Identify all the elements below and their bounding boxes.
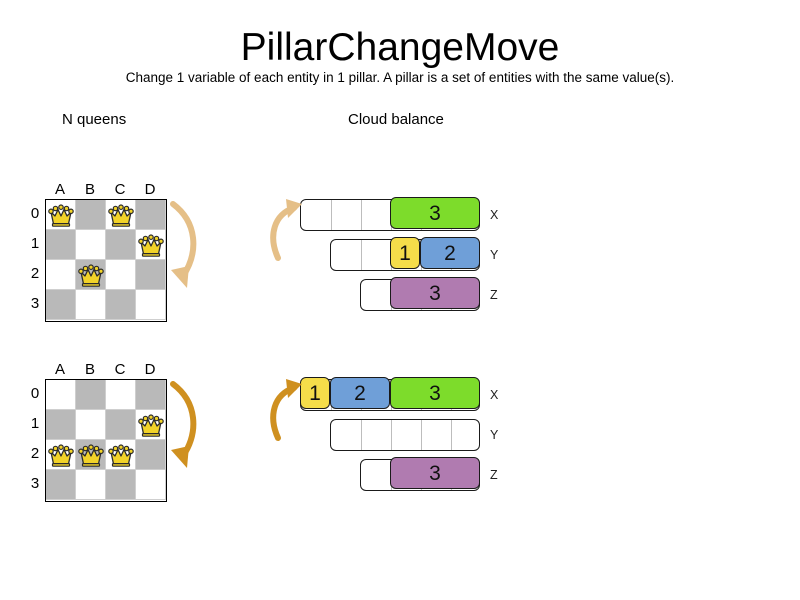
bar-unit-divider: [361, 420, 362, 450]
cloud-row-y: Y: [299, 419, 499, 451]
section-heading-nqueens: N queens: [62, 111, 127, 128]
board-cell-a2[interactable]: [46, 440, 76, 470]
board-row-labels: 0 1 2 3: [27, 199, 43, 320]
section-heading-cloud: Cloud balance: [348, 111, 444, 128]
board-cell-c1[interactable]: [106, 230, 136, 260]
cloud-computer-label-x: X: [490, 208, 499, 222]
row-label-0: 0: [30, 385, 40, 402]
board-cell-d0[interactable]: [136, 380, 166, 410]
board-cell-d2[interactable]: [136, 260, 166, 290]
board-cell-a2[interactable]: [46, 260, 76, 290]
arrow-cloud-bottom-icon: [270, 379, 302, 441]
cloud-process-segment[interactable]: 3: [390, 377, 480, 410]
board-cell-b3[interactable]: [76, 470, 106, 500]
row-label-2: 2: [30, 445, 40, 462]
queen-icon: [78, 264, 104, 287]
queen-icon: [78, 444, 104, 467]
column-label-b: B: [84, 361, 95, 378]
bar-unit-divider: [361, 240, 362, 270]
row-label-3: 3: [30, 475, 40, 492]
column-label-d: D: [144, 181, 156, 198]
cloud-process-segment[interactable]: 3: [390, 277, 480, 310]
queen-icon: [138, 414, 164, 437]
cloud-process-segment[interactable]: 1: [300, 377, 330, 410]
column-label-c: C: [114, 361, 126, 378]
board-cell-c0[interactable]: [106, 200, 136, 230]
board-cell-a1[interactable]: [46, 230, 76, 260]
column-label-a: A: [54, 361, 65, 378]
board-cell-c3[interactable]: [106, 290, 136, 320]
chess-board[interactable]: [45, 199, 167, 322]
cloud-computer-bar[interactable]: [330, 419, 480, 451]
page-title: PillarChangeMove: [240, 26, 560, 69]
bar-unit-divider: [391, 420, 392, 450]
board-row-labels: 0 1 2 3: [27, 379, 43, 500]
bar-unit-divider: [331, 200, 332, 230]
bar-unit-divider: [421, 420, 422, 450]
cloud-computer-label-x: X: [490, 388, 499, 402]
cloud-process-segment[interactable]: 1: [390, 237, 420, 270]
board-cell-c0[interactable]: [106, 380, 136, 410]
board-column-labels: A B C D: [45, 360, 165, 379]
board-cell-b1[interactable]: [76, 230, 106, 260]
row-label-2: 2: [30, 265, 40, 282]
board-cell-c2[interactable]: [106, 440, 136, 470]
column-label-d: D: [144, 361, 156, 378]
board-cell-a0[interactable]: [46, 200, 76, 230]
board-cell-d1[interactable]: [136, 230, 166, 260]
board-cell-d3[interactable]: [136, 290, 166, 320]
board-cell-a3[interactable]: [46, 290, 76, 320]
board-cell-a1[interactable]: [46, 410, 76, 440]
row-label-1: 1: [30, 415, 40, 432]
board-cell-d2[interactable]: [136, 440, 166, 470]
queen-icon: [138, 234, 164, 257]
chess-board[interactable]: [45, 379, 167, 502]
arrow-chess-bottom-icon: [170, 381, 197, 468]
row-label-3: 3: [30, 295, 40, 312]
arrow-chess-top-icon: [170, 201, 197, 288]
cloud-computer-label-z: Z: [490, 468, 498, 482]
board-cell-b2[interactable]: [76, 260, 106, 290]
cloud-computer-label-z: Z: [490, 288, 498, 302]
board-cell-b2[interactable]: [76, 440, 106, 470]
bar-unit-divider: [361, 200, 362, 230]
cloud-computer-label-y: Y: [490, 428, 499, 442]
board-cell-d1[interactable]: [136, 410, 166, 440]
board-cell-d0[interactable]: [136, 200, 166, 230]
row-label-1: 1: [30, 235, 40, 252]
board-cell-c2[interactable]: [106, 260, 136, 290]
column-label-a: A: [54, 181, 65, 198]
board-column-labels: A B C D: [45, 180, 165, 199]
board-cell-a0[interactable]: [46, 380, 76, 410]
board-cell-b1[interactable]: [76, 410, 106, 440]
queen-icon: [108, 204, 134, 227]
row-label-0: 0: [30, 205, 40, 222]
queen-icon: [48, 204, 74, 227]
column-label-c: C: [114, 181, 126, 198]
board-cell-b0[interactable]: [76, 380, 106, 410]
board-cell-d3[interactable]: [136, 470, 166, 500]
board-cell-b3[interactable]: [76, 290, 106, 320]
bar-unit-divider: [451, 420, 452, 450]
board-cell-c1[interactable]: [106, 410, 136, 440]
cloud-process-segment[interactable]: 3: [390, 197, 480, 230]
cloud-process-segment[interactable]: 3: [390, 457, 480, 490]
board-cell-c3[interactable]: [106, 470, 136, 500]
queen-icon: [48, 444, 74, 467]
cloud-process-segment[interactable]: 2: [420, 237, 480, 270]
queen-icon: [108, 444, 134, 467]
column-label-b: B: [84, 181, 95, 198]
cloud-computer-label-y: Y: [490, 248, 499, 262]
cloud-process-segment[interactable]: 2: [330, 377, 390, 410]
arrow-cloud-top-icon: [270, 199, 302, 261]
page-subtitle: Change 1 variable of each entity in 1 pi…: [125, 70, 675, 85]
board-cell-b0[interactable]: [76, 200, 106, 230]
board-cell-a3[interactable]: [46, 470, 76, 500]
